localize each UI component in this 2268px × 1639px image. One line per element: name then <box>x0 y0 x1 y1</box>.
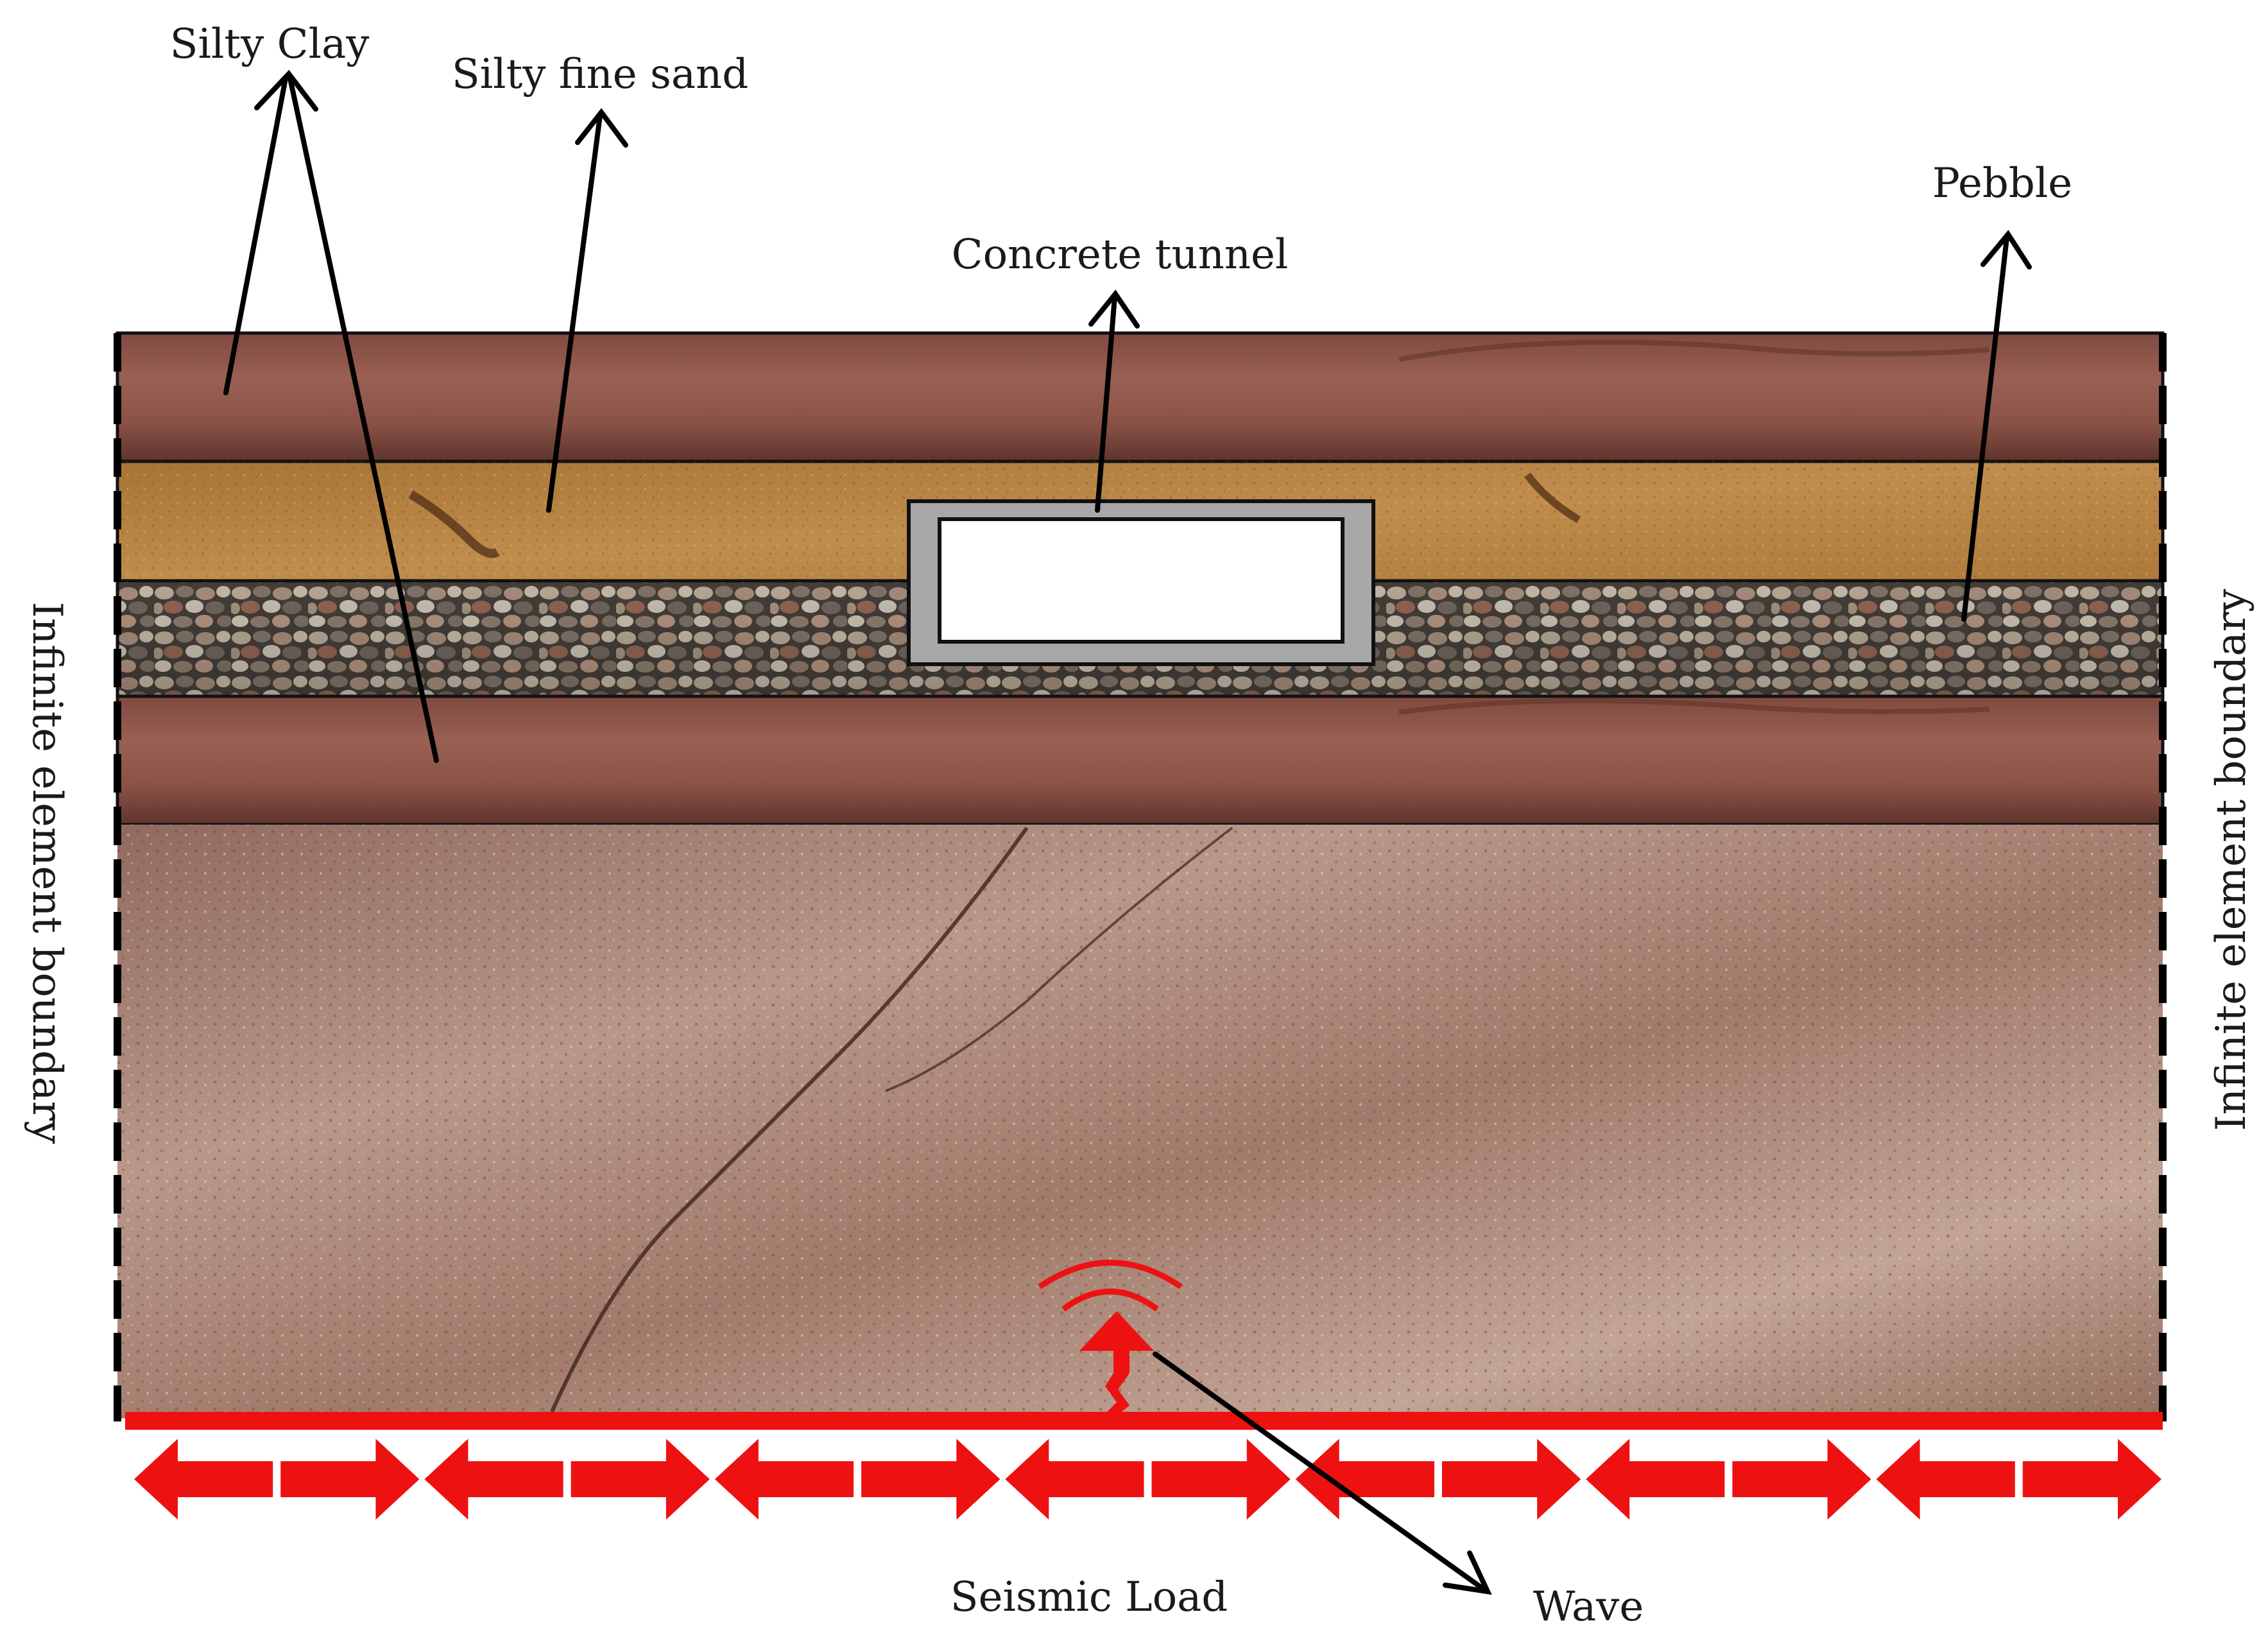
tunnel-opening <box>938 517 1344 644</box>
pebble-pointer <box>1961 235 2009 622</box>
seismic-arrow-row <box>134 1439 2161 1520</box>
seismic-arrow-left <box>134 1439 273 1520</box>
clay-wrinkle-mark-lower <box>1398 698 1990 715</box>
wave-arc-outer <box>1038 1260 1183 1289</box>
seismic-arrow-right <box>1441 1439 1581 1520</box>
concrete-tunnel-pointer <box>1095 294 1117 513</box>
concrete-tunnel <box>907 499 1375 666</box>
seismic-arrow-left <box>424 1439 563 1520</box>
seismic-arrow-left <box>1005 1439 1144 1520</box>
bedrock-speckle-texture <box>117 825 2163 1418</box>
infinite-boundaries <box>114 333 2167 1421</box>
wave-up-arrow <box>1079 1311 1154 1418</box>
labels: Silty Clay Silty fine sand Concrete tunn… <box>23 21 2255 1631</box>
seismic-arrow-left <box>1876 1439 2015 1520</box>
silty-clay-arrowhead <box>254 69 318 112</box>
seismic-wave-symbol <box>1038 1260 1183 1418</box>
wave-pointer <box>1153 1352 1485 1591</box>
silty-clay-pointer-bottom <box>288 76 439 763</box>
seismic-arrow-left <box>714 1439 854 1520</box>
clay-wrinkle-mark <box>1398 339 1990 362</box>
seismic-arrow-left <box>1586 1439 1725 1520</box>
concrete-tunnel-label: Concrete tunnel <box>952 231 1289 279</box>
seismic-arrow-right <box>861 1439 1001 1520</box>
wave-arrowhead <box>1443 1550 1492 1595</box>
rock-crack-branch <box>885 827 1233 1092</box>
seismic-arrow-right <box>2022 1439 2161 1520</box>
seismic-arrow-right <box>571 1439 710 1520</box>
concrete-tunnel-arrowhead <box>1088 289 1140 329</box>
seismic-base-line <box>125 1412 2163 1430</box>
pebble-label: Pebble <box>1932 160 2072 207</box>
right-boundary-label: Infinite element boundary <box>2208 589 2255 1131</box>
silty-fine-sand-pointer <box>546 113 603 513</box>
seismic-arrow-left <box>1295 1439 1434 1520</box>
seismic-arrow-right <box>1732 1439 1871 1520</box>
silty-fine-sand-label: Silty fine sand <box>452 51 748 98</box>
seismic-load <box>125 1412 2163 1520</box>
soil-layers <box>116 331 2165 1418</box>
rock-crack <box>550 827 1029 1413</box>
leader-arrows <box>223 69 2032 1595</box>
seismic-arrow-right <box>1151 1439 1291 1520</box>
silty-clay-pointer-top <box>223 76 288 395</box>
wave-label: Wave <box>1533 1583 1644 1631</box>
silty-fine-sand-arrowhead <box>575 108 628 148</box>
sand-dark-debris <box>408 490 500 558</box>
wave-arc-inner <box>1061 1289 1159 1312</box>
left-boundary-label: Infinite element boundary <box>23 602 71 1144</box>
seismic-arrow-right <box>280 1439 420 1520</box>
pebble-arrowhead <box>1980 230 2032 270</box>
seismic-load-label: Seismic Load <box>950 1574 1228 1621</box>
sand-dark-debris-right <box>1524 472 1581 524</box>
silty-clay-label: Silty Clay <box>170 21 370 68</box>
